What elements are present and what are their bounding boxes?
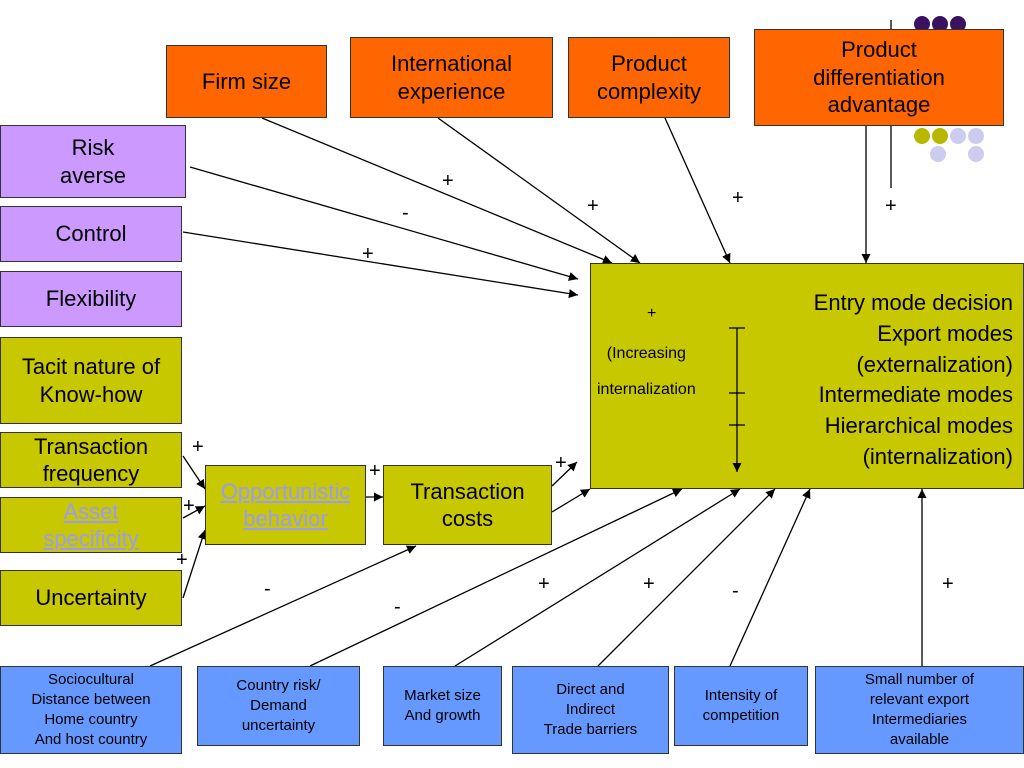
sign-risk-averse: - [402, 202, 409, 224]
box-flexibility: Flexibility [0, 271, 182, 327]
arrow-tc-1 [551, 461, 578, 487]
sign-control: + [362, 243, 374, 265]
box-product-complexity: Product complexity [568, 37, 730, 118]
box-transaction-frequency: Transaction frequency [0, 432, 182, 488]
sign-frequency: + [192, 436, 204, 458]
sign-competition: - [732, 580, 739, 602]
box-tacit-know-how: Tacit nature of Know-how [0, 337, 182, 424]
arrow-specificity [182, 505, 206, 519]
box-firm-size: Firm size [166, 45, 327, 118]
sign-trade-barriers: + [643, 573, 655, 595]
box-international-experience: International experience [350, 37, 553, 118]
sign-product-differentiation: + [885, 195, 897, 217]
box-market-size: Market size And growth [383, 666, 502, 746]
sign-intermediaries: + [942, 573, 954, 595]
dot [950, 16, 966, 32]
arrow-competition [729, 488, 811, 667]
box-export-intermediaries: Small number of relevant export Intermed… [815, 666, 1024, 754]
box-trade-barriers: Direct and Indirect Trade barriers [512, 666, 669, 754]
box-product-differentiation: Product differentiation advantage [754, 29, 1004, 126]
arrow-risk-averse [189, 166, 579, 281]
arrow-firm-size [261, 117, 613, 264]
box-sociocultural-distance: Sociocultural Distance between Home coun… [0, 666, 182, 754]
sign-opportunistic: + [369, 460, 381, 482]
sign-sociocultural: - [264, 578, 271, 600]
arrow-international-experience [437, 117, 641, 264]
arrow-control [182, 231, 579, 299]
sign-intl-experience: + [587, 195, 599, 217]
box-uncertainty: Uncertainty [0, 570, 182, 626]
sign-market-size: + [538, 573, 550, 595]
increasing-internalization-text: (Increasing internalization [597, 345, 696, 398]
internalization-arrow [729, 327, 745, 472]
sign-product-complexity: + [732, 187, 744, 209]
sign-country-risk: - [394, 596, 401, 618]
entry-plus-sign: + [647, 305, 657, 322]
box-transaction-costs: Transaction costs [383, 465, 552, 545]
arrow-market-size [454, 488, 741, 667]
dot [950, 128, 966, 144]
box-entry-mode-decision: Entry mode decision Export modes (extern… [590, 263, 1024, 489]
dot [914, 128, 930, 144]
entry-mode-text: Entry mode decision Export modes (extern… [813, 290, 1013, 469]
sign-transaction-costs: + [555, 452, 567, 474]
arrow-sociocultural [149, 545, 417, 667]
dot [914, 16, 930, 32]
arrow-product-complexity [664, 117, 731, 264]
arrow-frequency [182, 455, 206, 490]
dot [932, 128, 948, 144]
box-country-risk: Country risk/ Demand uncertainty [197, 666, 360, 746]
arrow-uncertainty [182, 529, 207, 599]
dot [932, 16, 948, 32]
arrow-trade-barriers [597, 488, 776, 667]
box-control: Control [0, 206, 182, 262]
box-competition: Intensity of competition [674, 666, 808, 746]
sign-firm-size: + [442, 170, 454, 192]
box-risk-averse: Risk averse [0, 125, 186, 198]
arrow-country-risk [309, 488, 683, 667]
dot [968, 146, 984, 162]
arrow-tc-2 [551, 488, 591, 513]
box-asset-specificity[interactable]: Asset specificity [0, 497, 182, 553]
dot [968, 128, 984, 144]
sign-uncertainty: + [176, 549, 188, 571]
box-opportunistic-behavior[interactable]: Opportunistic behavior [205, 465, 366, 545]
sign-specificity: + [183, 495, 195, 517]
dot [930, 146, 946, 162]
